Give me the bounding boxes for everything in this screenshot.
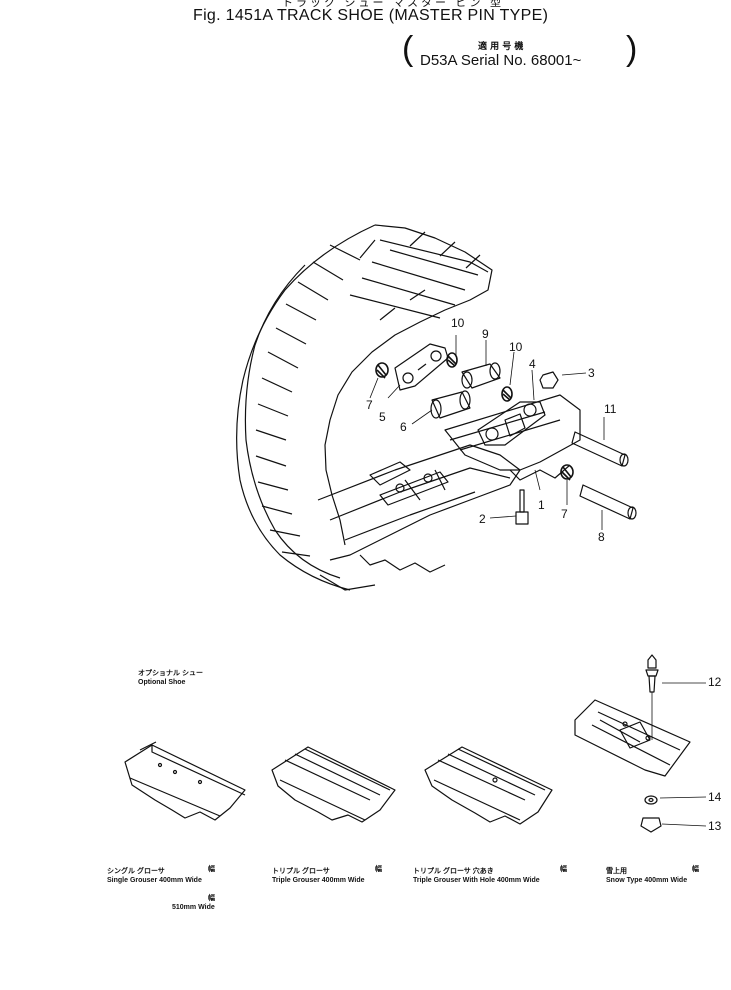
triple-grouser-en: Triple Grouser 400mm Wide: [272, 877, 365, 884]
callout-7-a: 7: [366, 398, 373, 412]
optional-shoe-jp: オプショナル シュー: [138, 670, 203, 677]
callout-6: 6: [400, 420, 407, 434]
pin-11: [572, 432, 628, 466]
bushing-9: [462, 363, 500, 388]
master-link-5: [395, 344, 448, 390]
callout-8: 8: [598, 530, 605, 544]
triple-grouser-shoe: [272, 747, 395, 822]
japanese-title: トラック シュー マスター ピン 型: [282, 0, 504, 9]
seal-10-b: [502, 387, 512, 401]
callout-9: 9: [482, 327, 489, 341]
single-grouser-en: Single Grouser 400mm Wide: [107, 877, 202, 884]
triple-grouser-jp: トリプル グローサ: [272, 868, 330, 875]
seal-7-a: [376, 363, 388, 378]
snow-type-jp: 雪上用: [606, 868, 627, 875]
callout-2: 2: [479, 512, 486, 526]
callout-14: 14: [708, 790, 722, 804]
optional-shoe-en: Optional Shoe: [138, 679, 186, 686]
bolt-2: [516, 490, 528, 524]
bottom-links: [370, 462, 448, 505]
callout-11: 11: [604, 402, 617, 416]
callout-4: 4: [529, 357, 536, 371]
snow-leader-lines: [660, 683, 706, 826]
snow-type-shoe: [575, 700, 690, 776]
washer-14: [645, 796, 657, 804]
single-grouser-jp: シングル グローサ: [107, 868, 165, 875]
single-grouser-extra-jp: 幅: [208, 895, 215, 902]
triple-grouser-hole-width-jp: 幅: [560, 866, 567, 873]
pin-6: [431, 391, 470, 418]
callout-10-a: 10: [451, 316, 465, 330]
triple-grouser-hole-en: Triple Grouser With Hole 400mm Wide: [413, 877, 540, 884]
callout-13: 13: [708, 819, 722, 833]
shoe-plate-1: [445, 395, 580, 480]
track-loop: [237, 225, 520, 590]
master-link-4: [478, 402, 545, 445]
callout-10-b: 10: [509, 340, 523, 354]
spike-12: [646, 655, 658, 740]
callout-1: 1: [538, 498, 545, 512]
triple-grouser-width-jp: 幅: [375, 866, 382, 873]
leader-lines: [370, 335, 604, 530]
triple-grouser-hole-shoe: [425, 747, 552, 824]
pin-8: [580, 485, 636, 519]
seal-7-b: [561, 465, 573, 480]
serial-japanese: 適 用 号 機: [478, 42, 524, 52]
snow-type-width-jp: 幅: [692, 866, 699, 873]
triple-grouser-hole-jp: トリプル グローサ 穴あき: [413, 868, 494, 875]
snow-type-en: Snow Type 400mm Wide: [606, 877, 688, 884]
seal-10-a: [447, 353, 457, 367]
single-grouser-extra: 510mm Wide: [172, 904, 215, 911]
figure-title: Fig. 1451A TRACK SHOE (MASTER PIN TYPE): [193, 7, 549, 24]
single-grouser-width-jp: 幅: [208, 866, 215, 873]
callout-7-b: 7: [561, 507, 568, 521]
left-paren: (: [402, 30, 414, 68]
right-paren: ): [626, 30, 638, 68]
single-grouser-shoe: [125, 742, 245, 820]
nut-3: [540, 372, 558, 388]
callout-12: 12: [708, 675, 722, 689]
nut-13: [641, 818, 661, 832]
callout-3: 3: [588, 366, 595, 380]
serial-number: D53A Serial No. 68001~: [420, 52, 582, 69]
callout-5: 5: [379, 410, 386, 424]
